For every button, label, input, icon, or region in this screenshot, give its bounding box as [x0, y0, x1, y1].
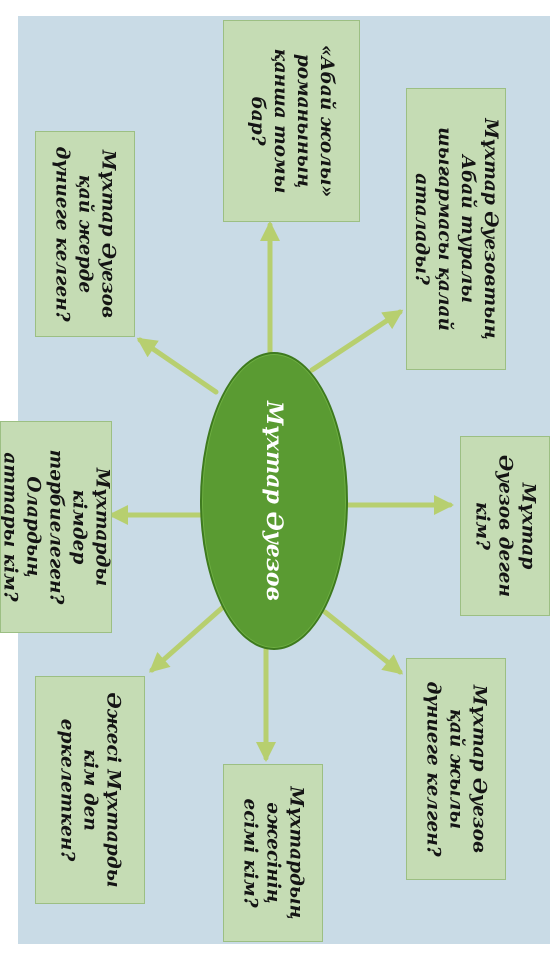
question-grandmother-name-text: Мұхтардың әжесінің есімі кім? [239, 786, 307, 920]
question-birthplace-text: Мұхтар Әуезов қай жерде дүниеге келген? [51, 146, 119, 322]
question-box-birth-year: Мұхтар Әуезов қай жылы дүниеге келген? [406, 658, 506, 880]
question-box-abai-work: Мұхтар Әуезовтың Абай туралы шығармасы қ… [406, 88, 506, 370]
arrow-bottom-right [322, 609, 404, 675]
question-birth-year-text: Мұхтар Әуезов қай жылы дүниеге келген? [422, 681, 490, 857]
arrow-top-left [136, 337, 219, 395]
question-box-nickname: Әжесі Мұхтарды кім деп еркелеткен? [35, 676, 145, 904]
arrow-top-right [309, 309, 404, 373]
question-box-roman-volumes: «Абай жолы» романының қанша томы бар? [223, 20, 360, 222]
arrow-bottom-left [149, 605, 225, 673]
question-abai-work-text: Мұхтар Әуезовтың Абай туралы шығармасы қ… [411, 118, 501, 340]
question-box-grandmother-name: Мұхтардың әжесінің есімі кім? [223, 764, 323, 942]
question-box-who: Мұхтар Әуезов деген кім? [460, 436, 550, 616]
center-topic-ellipse: Мұхтар Әуезов [200, 352, 348, 650]
question-nickname-text: Әжесі Мұхтарды кім деп еркелеткен? [56, 692, 124, 888]
question-box-raised-by: Мұхтарды кімдер тәрбиелеген? Олардың атт… [0, 421, 112, 633]
question-box-birthplace: Мұхтар Әуезов қай жерде дүниеге келген? [35, 131, 135, 337]
question-who-text: Мұхтар Әуезов деген кім? [471, 455, 539, 597]
center-topic-title: Мұхтар Әуезов [261, 400, 287, 602]
question-roman-volumes-text: «Абай жолы» романының қанша томы бар? [246, 44, 337, 198]
question-raised-by-text: Мұхтарды кімдер тәрбиелеген? Олардың атт… [0, 449, 112, 605]
